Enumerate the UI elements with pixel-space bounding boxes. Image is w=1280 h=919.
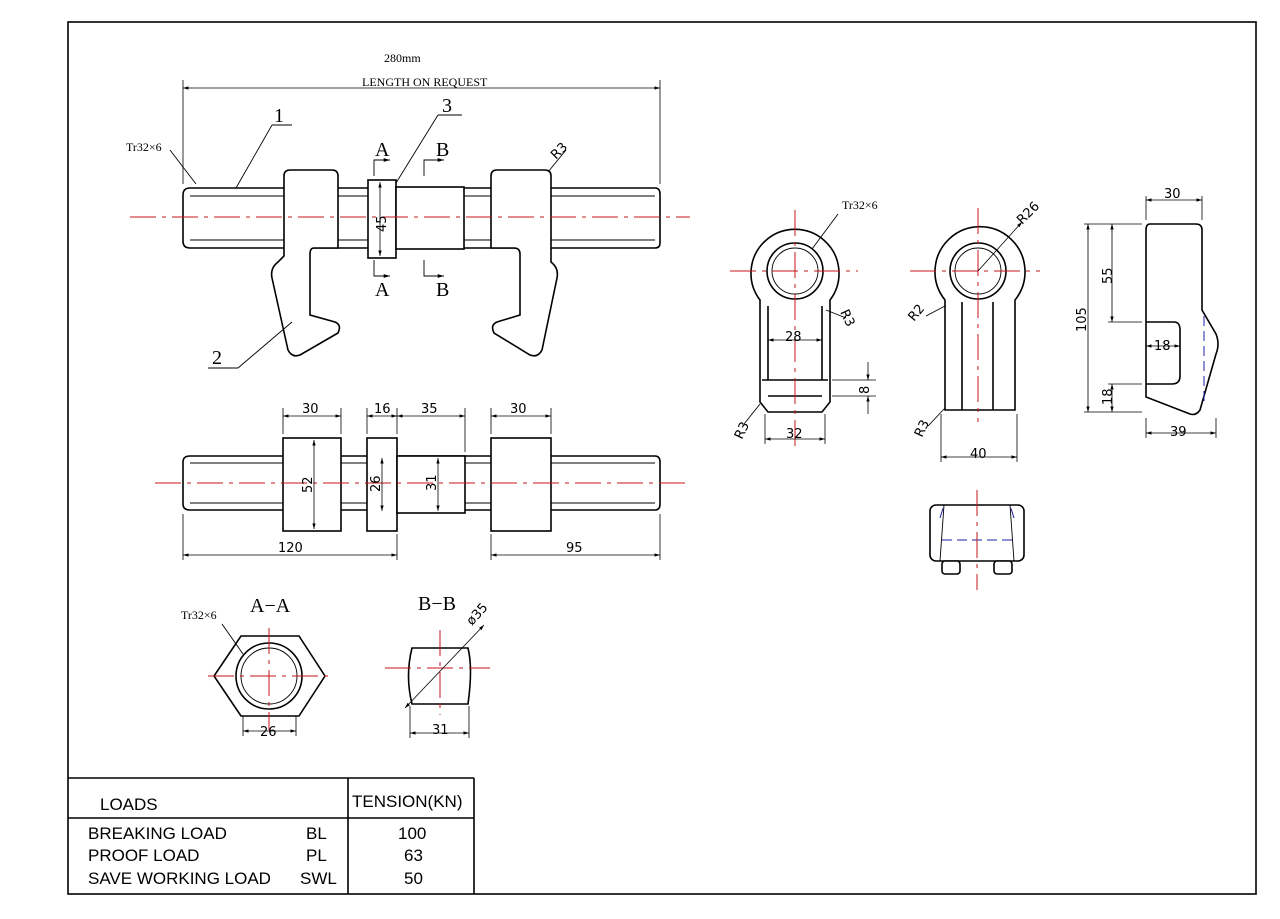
cut-label-a-top: A bbox=[375, 139, 390, 161]
radius-r3-eye-right: R3 bbox=[836, 307, 857, 329]
thread-label-eye: Tr32×6 bbox=[842, 198, 878, 212]
drawing-frame bbox=[67, 21, 1257, 895]
dim-55: 55 bbox=[1101, 267, 1116, 284]
eye-part-side-view bbox=[910, 208, 1040, 462]
cut-label-b-bottom: B bbox=[436, 279, 449, 301]
dim-120: 120 bbox=[278, 541, 303, 556]
table-row-name: BREAKING LOAD bbox=[88, 824, 227, 843]
clamp-bottom-view bbox=[929, 490, 1025, 590]
cut-label-a-bottom: A bbox=[375, 279, 390, 301]
cut-label-b-top: B bbox=[436, 139, 449, 161]
dim-32: 32 bbox=[786, 427, 803, 442]
dim-39: 39 bbox=[1170, 425, 1187, 440]
thread-label-main: Tr32×6 bbox=[126, 140, 162, 154]
table-header-loads: LOADS bbox=[100, 795, 158, 814]
loads-table bbox=[68, 777, 475, 894]
table-row-value: 63 bbox=[404, 846, 423, 865]
section-a-a-title: A−A bbox=[250, 595, 291, 617]
dim-18-vertical: 18 bbox=[1101, 388, 1116, 405]
section-b-b-title: B−B bbox=[418, 593, 456, 615]
dim-45: 45 bbox=[375, 215, 390, 232]
eye-part-front-view bbox=[730, 210, 876, 450]
table-row-name: SAVE WORKING LOAD bbox=[88, 869, 271, 888]
table-header-tension: TENSION(KN) bbox=[352, 792, 463, 811]
dim-31-bb: 31 bbox=[432, 723, 449, 738]
diameter-35: ø35 bbox=[464, 600, 492, 628]
section-b-b-view bbox=[385, 624, 490, 738]
part-number-2: 2 bbox=[212, 347, 222, 369]
dim-18-horizontal: 18 bbox=[1154, 339, 1171, 354]
radius-r26: R26 bbox=[1014, 199, 1043, 228]
table-row-abbr: PL bbox=[306, 846, 327, 865]
part-number-3: 3 bbox=[442, 95, 452, 117]
dim-105: 105 bbox=[1075, 307, 1090, 332]
part-number-1: 1 bbox=[274, 105, 284, 127]
length-dimension-text: 280mm bbox=[384, 51, 421, 65]
table-row-abbr: BL bbox=[306, 824, 327, 843]
table-row-value: 50 bbox=[404, 869, 423, 888]
dim-40: 40 bbox=[970, 447, 987, 462]
assembly-front-view bbox=[155, 408, 685, 560]
table-row-value: 100 bbox=[398, 824, 426, 843]
dim-35: 35 bbox=[421, 402, 438, 417]
radius-r3-side: R3 bbox=[912, 418, 933, 440]
radius-r2: R2 bbox=[906, 302, 929, 325]
radius-r3-top: R3 bbox=[548, 140, 571, 163]
table-row-abbr: SWL bbox=[300, 869, 337, 888]
dim-95: 95 bbox=[566, 541, 583, 556]
dim-8: 8 bbox=[858, 386, 873, 394]
table-row-name: PROOF LOAD bbox=[88, 846, 199, 865]
dim-30-right: 30 bbox=[510, 402, 527, 417]
radius-r3-eye-left: R3 bbox=[732, 420, 753, 442]
dim-31: 31 bbox=[425, 474, 440, 491]
clamp-side-profile bbox=[1084, 196, 1219, 438]
dim-30-left: 30 bbox=[302, 402, 319, 417]
dim-26-aa: 26 bbox=[260, 725, 277, 740]
assembly-top-view bbox=[130, 80, 690, 369]
thread-label-aa: Tr32×6 bbox=[181, 608, 217, 622]
length-note-text: LENGTH ON REQUEST bbox=[362, 75, 488, 89]
section-a-a-view bbox=[208, 623, 332, 736]
dim-30-profile: 30 bbox=[1164, 187, 1181, 202]
dim-28: 28 bbox=[785, 330, 802, 345]
dim-26: 26 bbox=[369, 475, 384, 492]
dim-52: 52 bbox=[301, 476, 316, 493]
dim-16: 16 bbox=[374, 402, 391, 417]
